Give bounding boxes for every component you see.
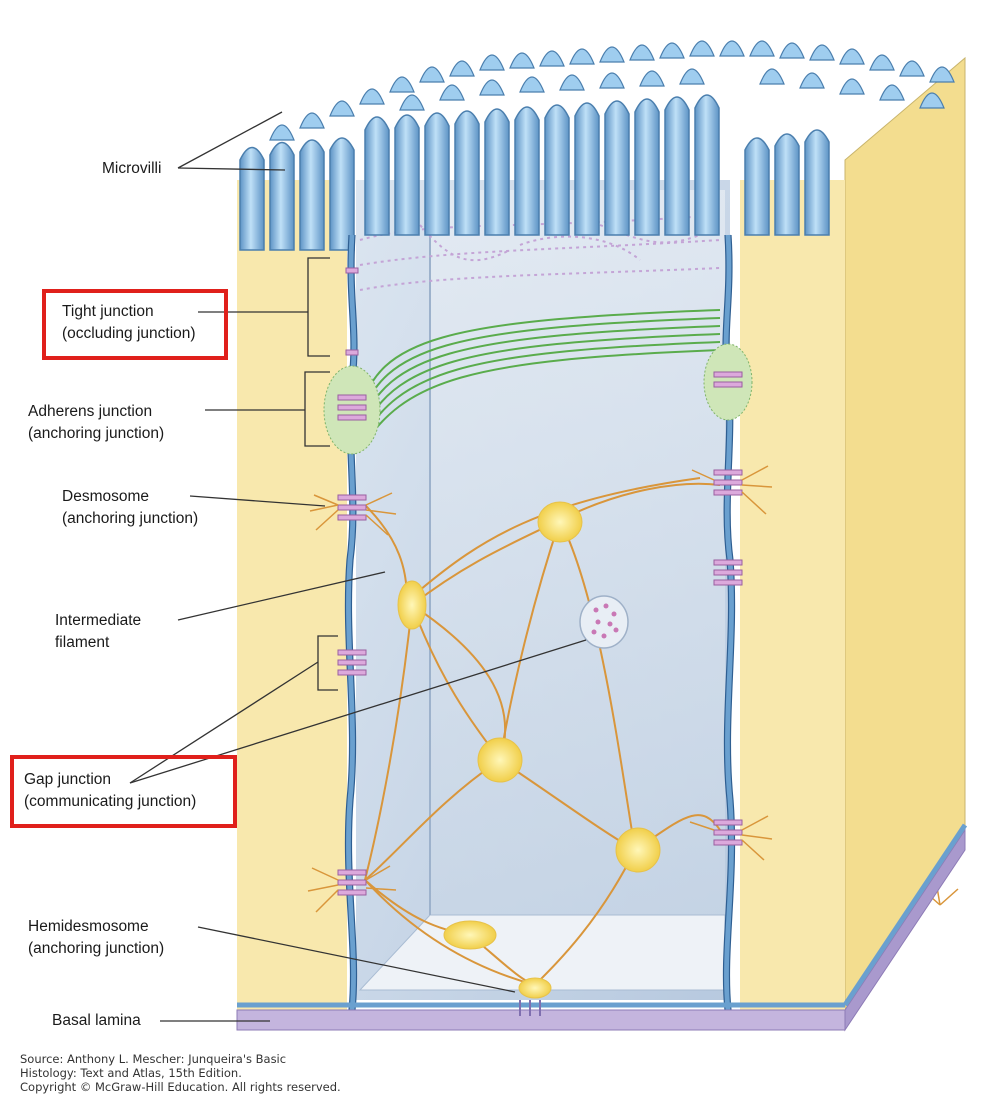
label-desmosome-line2: (anchoring junction) bbox=[62, 510, 199, 527]
microvilli-front bbox=[239, 94, 830, 251]
label-adherens-junction: Adherens junction (anchoring junction) bbox=[28, 401, 164, 445]
gap-junction-disk bbox=[579, 595, 629, 649]
left-cell-face bbox=[237, 180, 347, 1010]
highlight-box-tight-junction bbox=[42, 289, 228, 360]
right-cell-face bbox=[740, 180, 845, 1010]
label-adherens-line1: Adherens junction bbox=[28, 403, 153, 420]
highlight-box-gap-junction bbox=[10, 755, 237, 828]
label-tight-junction-line2: (occluding junction) bbox=[62, 325, 196, 342]
label-basal-lamina: Basal lamina bbox=[52, 1010, 141, 1032]
label-hemidesmosome-line2: (anchoring junction) bbox=[28, 940, 165, 957]
label-microvilli-text: Microvilli bbox=[102, 160, 162, 177]
junction-plaques bbox=[337, 267, 743, 896]
label-desmosome-line1: Desmosome bbox=[62, 488, 149, 505]
label-gap-junction: Gap junction (communicating junction) bbox=[24, 769, 196, 813]
leader-lines bbox=[129, 111, 587, 1022]
label-intermediate-line1: Intermediate bbox=[55, 612, 142, 629]
label-microvilli: Microvilli bbox=[102, 158, 161, 180]
credit-line2: Histology: Text and Atlas, 15th Edition. bbox=[20, 1066, 242, 1080]
label-gap-line1: Gap junction bbox=[24, 771, 112, 788]
interior-back-wall bbox=[430, 190, 725, 920]
label-intermediate-line2: filament bbox=[55, 634, 110, 651]
label-gap-line2: (communicating junction) bbox=[24, 793, 197, 810]
label-hemidesmosome-line1: Hemidesmosome bbox=[28, 918, 149, 935]
label-adherens-line2: (anchoring junction) bbox=[28, 425, 165, 442]
label-intermediate-filament: Intermediate filament bbox=[55, 610, 141, 654]
label-tight-junction: Tight junction (occluding junction) bbox=[62, 301, 196, 345]
label-tight-junction-line1: Tight junction bbox=[62, 303, 154, 320]
credit-line3: Copyright © McGraw-Hill Education. All r… bbox=[20, 1080, 341, 1094]
label-hemidesmosome: Hemidesmosome (anchoring junction) bbox=[28, 916, 164, 960]
label-desmosome: Desmosome (anchoring junction) bbox=[62, 486, 198, 530]
microvilli-top bbox=[269, 40, 955, 141]
source-credit: Source: Anthony L. Mescher: Junqueira's … bbox=[20, 1052, 341, 1094]
hemidesmosome-prongs bbox=[519, 1000, 541, 1016]
credit-line1: Source: Anthony L. Mescher: Junqueira's … bbox=[20, 1052, 287, 1066]
label-basal-lamina-text: Basal lamina bbox=[52, 1012, 141, 1029]
desmosome-plaques bbox=[397, 501, 661, 999]
